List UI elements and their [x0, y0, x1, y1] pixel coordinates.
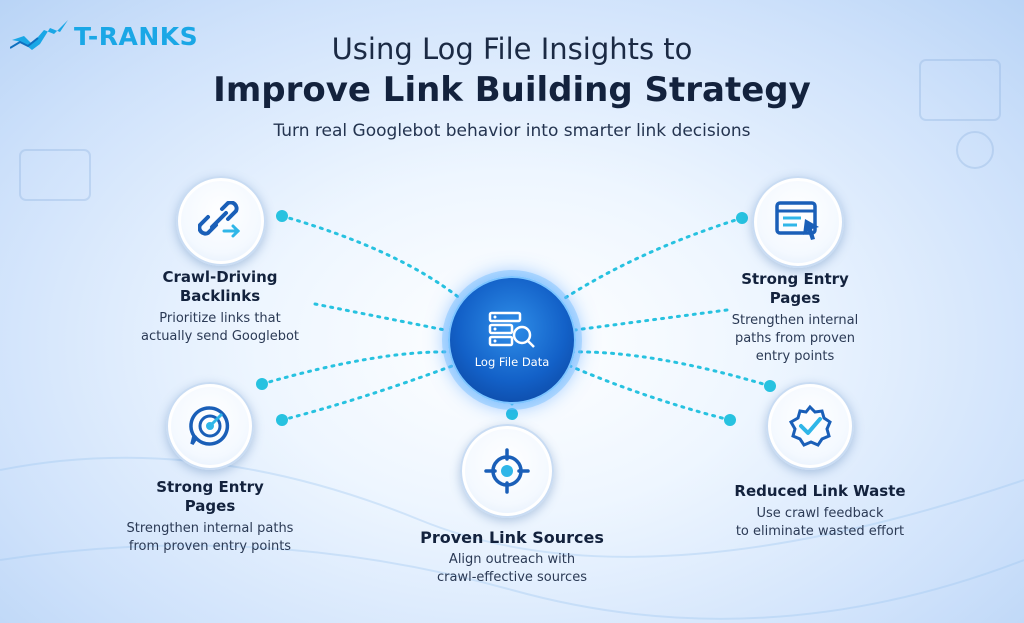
logo-text: T-RANKS	[74, 21, 199, 51]
connector-dot	[276, 414, 288, 426]
label-reduced-link-waste: Reduced Link Waste Use crawl feedback to…	[700, 482, 940, 541]
log-file-search-icon	[488, 311, 535, 348]
badge-check-icon	[788, 404, 832, 447]
connector-dot	[256, 378, 268, 390]
target-chat-icon	[189, 406, 230, 446]
node-strong-entry-pages-right	[752, 176, 844, 268]
node-title: Crawl-Driving	[162, 268, 278, 286]
node-description: paths from proven	[734, 331, 856, 346]
node-description: Use crawl feedback	[756, 506, 884, 521]
crosshair-target-icon	[484, 448, 530, 494]
label-proven-link-sources: Proven Link Sources Align outreach with …	[382, 528, 642, 587]
node-reduced-link-waste	[766, 382, 854, 470]
node-description: from proven entry points	[128, 539, 292, 554]
label-strong-entry-pages-left: Strong Entry Pages Strengthen internal p…	[90, 478, 330, 556]
node-title: Backlinks	[179, 287, 261, 305]
link-arrow-icon	[198, 201, 241, 238]
connector-strong-entry-left	[260, 350, 454, 386]
node-title: Reduced Link Waste	[734, 482, 906, 500]
connector-dot	[736, 212, 748, 224]
node-proven-link-sources	[460, 424, 554, 518]
connector-crawl-driving	[280, 214, 464, 302]
node-crawl-driving-backlinks	[176, 176, 266, 266]
page-subtitle: Turn real Googlebot behavior into smarte…	[273, 121, 751, 141]
node-description: Align outreach with	[448, 552, 576, 567]
node-description: crawl-effective sources	[437, 570, 587, 585]
connector-dot	[506, 408, 518, 420]
node-title: Pages	[769, 289, 821, 307]
node-title: Strong Entry	[741, 270, 849, 288]
browser-page-icon	[775, 201, 819, 240]
node-description: Strengthen internal	[731, 313, 859, 328]
node-description: entry points	[755, 349, 835, 364]
label-strong-entry-pages-right: Strong Entry Pages Strengthen internal p…	[680, 270, 910, 366]
node-title: Strong Entry	[156, 478, 264, 496]
node-description: to eliminate wasted effort	[735, 524, 905, 539]
hub-log-file-data: Log File Data	[448, 276, 576, 404]
node-description: Prioritize links that	[159, 311, 281, 326]
connector-dot	[276, 210, 288, 222]
node-title: Pages	[184, 497, 236, 515]
node-strong-entry-pages-left	[166, 382, 254, 470]
node-description: actually send Googlebot	[140, 329, 299, 344]
connector-dot	[724, 414, 736, 426]
connector-dot	[764, 380, 776, 392]
page-title-line2: Improve Link Building Strategy	[213, 70, 811, 110]
page-title-line1: Using Log File Insights to	[331, 32, 693, 66]
connector-strong-entry-right	[563, 216, 744, 300]
connector-reduced-waste	[568, 350, 772, 388]
bird-logo-icon	[10, 20, 68, 50]
node-title: Proven Link Sources	[420, 528, 604, 547]
node-description: Strengthen internal paths	[126, 521, 294, 536]
brand-logo: T-RANKS	[10, 18, 198, 54]
hub-label: Log File Data	[474, 355, 550, 369]
label-crawl-driving-backlinks: Crawl-Driving Backlinks Prioritize links…	[100, 268, 340, 346]
